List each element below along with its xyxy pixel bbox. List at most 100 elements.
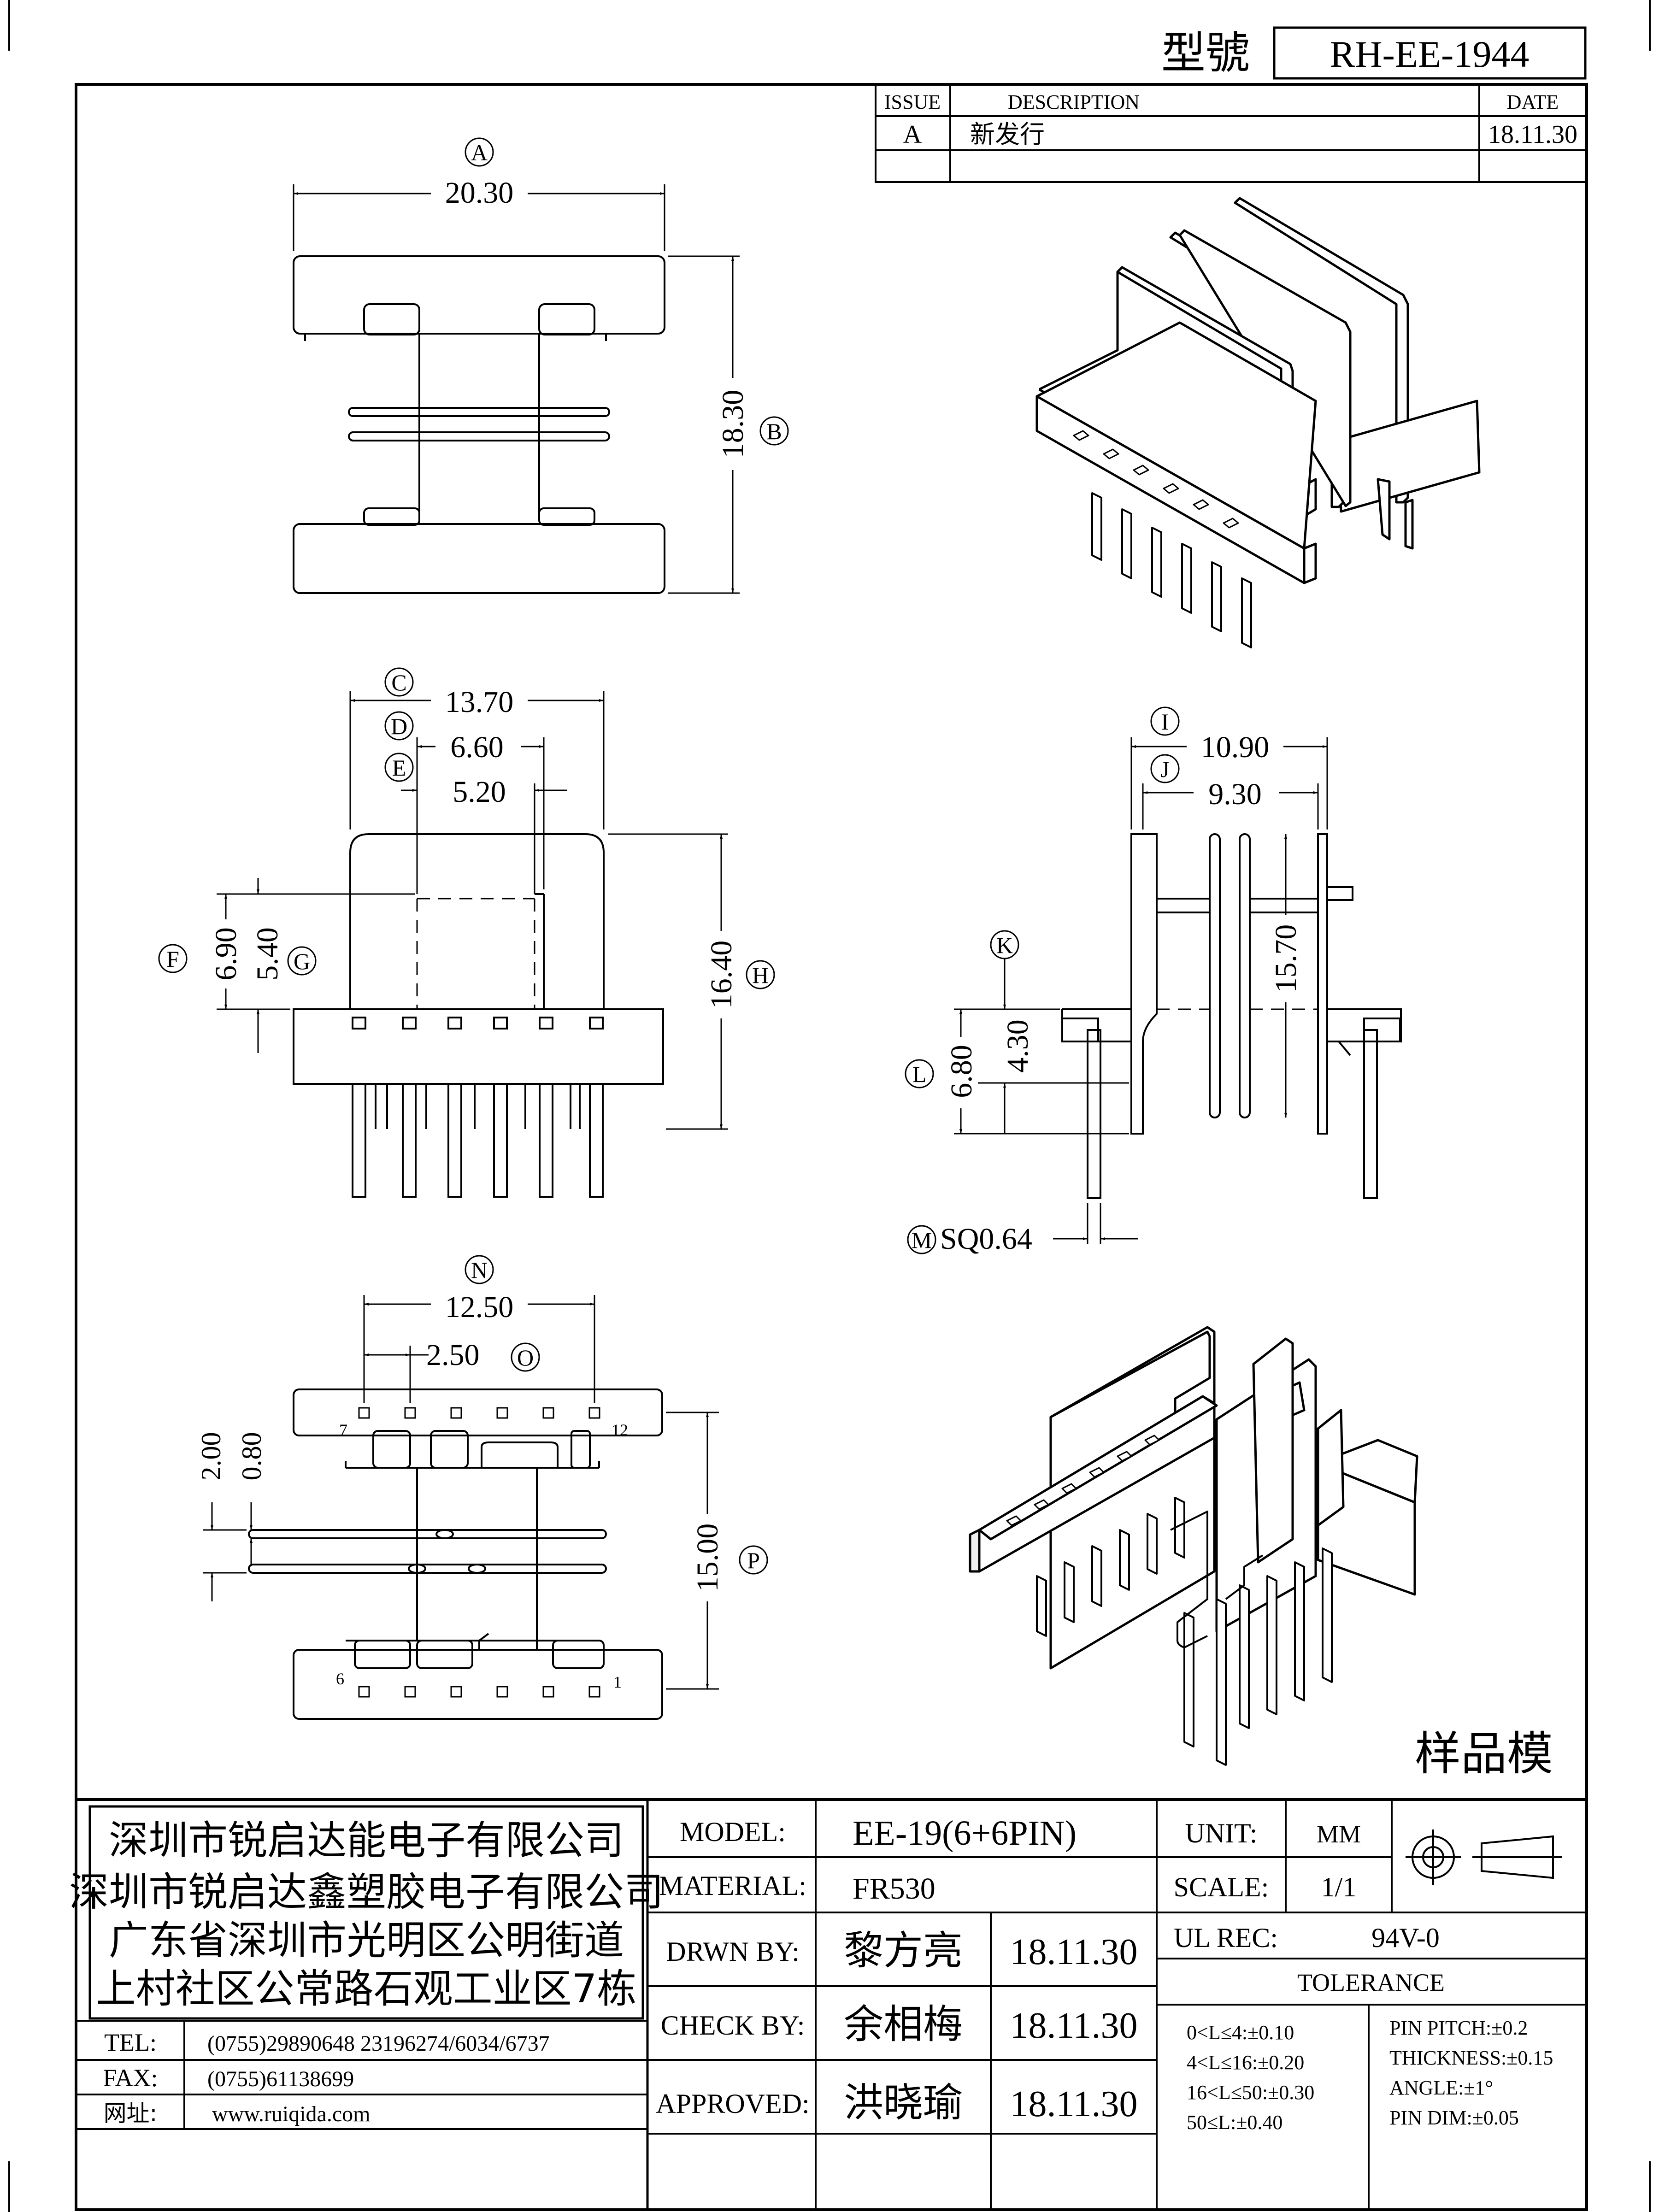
pin-label-6: 6 [336,1670,344,1688]
dim-M-letter: M [912,1227,932,1253]
tolerance-pin-pitch: PIN PITCH:±0.2 [1389,2017,1528,2039]
side-view [1061,833,1402,1199]
unit-label: UNIT: [1185,1818,1258,1848]
dim-F [158,893,415,1010]
contact-block: TEL: (0755)29890648 23196274/6034/6737 F… [103,2029,549,2127]
iso-top-pins [1091,492,1252,648]
dim-E [384,753,567,894]
drawn-by-date: 18.11.30 [1010,1932,1137,1972]
revision-col-date: DATE [1507,91,1559,113]
drawn-by-label: DRWN BY: [666,1936,800,1967]
model-header: 型號 RH-EE-1944 [1161,26,1587,80]
dim-O-letter: O [517,1345,534,1371]
model-value: EE-19(6+6PIN) [853,1814,1077,1853]
tolerance-label: TOLERANCE [1297,1969,1445,1996]
dim-1570-value: 15.70 [1269,924,1303,993]
dim-L-value: 6.80 [945,1045,978,1098]
iso-bottom-windows [1006,1435,1160,1526]
bottom-view [248,1388,663,1720]
revision-col-description: DESCRIPTION [1008,91,1140,113]
dim-A-letter: A [471,140,488,165]
dim-B-letter: B [766,418,782,444]
check-by-label: CHECK BY: [661,2010,805,2041]
company-line2: 深圳市锐启达鑫塑胶电子有限公司 [69,1869,664,1915]
top-view [293,255,665,594]
pin-label-12: 12 [612,1421,628,1439]
dim-A-value: 20.30 [445,176,514,210]
dim-C-letter: C [391,670,406,695]
revision-issue: A [903,120,922,149]
approved-name: 洪晓瑜 [844,2080,963,2126]
dim-I-value: 10.90 [1201,730,1270,764]
company-block: 深圳市锐启达能电子有限公司 深圳市锐启达鑫塑胶电子有限公司 广东省深圳市光明区公… [69,1818,664,2012]
revision-table: ISSUE DESCRIPTION DATE A 新发行 18.11.30 [875,83,1588,183]
scale-label: SCALE: [1174,1872,1269,1902]
dim-P-letter: P [747,1547,760,1573]
dim-0-80-value: 0.80 [236,1432,267,1481]
dim-G-letter: G [294,948,310,974]
dim-P-value: 15.00 [691,1524,724,1592]
dim-H-value: 16.40 [705,941,738,1009]
sample-label: 样品模 [1415,1727,1553,1781]
iso-bottom-pins [1036,1497,1333,1766]
spec-block: MODEL: EE-19(6+6PIN) MATERIAL: FR530 UNI… [656,1814,1562,2134]
tolerance-range-1: 0<L≤4:±0.10 [1187,2021,1294,2044]
pin-label-7: 7 [339,1421,347,1439]
tolerance-range-2: 4<L≤16:±0.20 [1187,2051,1304,2074]
scale-value: 1/1 [1321,1872,1357,1902]
dim-B-value: 18.30 [716,390,750,459]
dim-K-letter: K [996,932,1013,958]
material-label: MATERIAL: [659,1871,806,1901]
approved-label: APPROVED: [656,2088,809,2119]
revision-description: 新发行 [970,120,1045,149]
model-number-value: RH-EE-1944 [1330,33,1530,75]
check-by-name: 余相梅 [844,2001,963,2047]
web-label: 网址: [104,2100,158,2127]
material-value: FR530 [853,1872,935,1906]
company-line1: 深圳市锐启达能电子有限公司 [109,1818,624,1864]
bottom-view-pins [358,1407,600,1698]
dim-2-00 [203,1502,253,1601]
tolerance-angle: ANGLE:±1° [1389,2077,1493,2099]
dim-L-letter: L [912,1061,927,1087]
company-line3: 广东省深圳市光明区公明街道 [109,1918,624,1964]
iso-top-windows [1073,430,1239,529]
dim-O-value: 2.50 [426,1338,480,1372]
dim-G [257,878,317,1053]
dim-D-value: 6.60 [450,730,504,764]
dim-N-letter: N [471,1257,488,1283]
tolerance-thickness: THICKNESS:±0.15 [1389,2047,1553,2069]
revision-col-issue: ISSUE [884,91,941,113]
dim-M [907,1203,1138,1254]
dim-F-letter: F [166,946,179,972]
front-view [293,833,664,1198]
tolerance-pin-dim: PIN DIM:±0.05 [1389,2106,1519,2129]
fax-value: (0755)61138699 [207,2067,354,2091]
drawn-by-name: 黎方亮 [844,1928,963,1974]
isometric-view-top [1035,197,1481,648]
dim-N-value: 12.50 [445,1290,514,1324]
isometric-view-bottom [969,1326,1418,1766]
dim-G-value: 5.40 [251,927,284,981]
approved-date: 18.11.30 [1010,2084,1137,2124]
check-by-date: 18.11.30 [1010,2006,1137,2046]
title-block-grid [75,1798,1588,2211]
dim-E-letter: E [392,755,406,781]
company-line4: 上村社区公常路石观工业区7栋 [96,1966,637,2012]
dim-E-value: 5.20 [453,775,506,809]
dim-K-value: 4.30 [1001,1019,1035,1073]
dim-M-value: SQ0.64 [940,1222,1032,1256]
projection-symbol [1406,1830,1562,1885]
tel-value: (0755)29890648 23196274/6034/6737 [207,2031,550,2056]
dim-J-letter: J [1160,756,1169,782]
dim-J-value: 9.30 [1208,777,1262,811]
ul-rec-value: 94V-0 [1371,1923,1440,1953]
unit-value: MM [1317,1820,1361,1848]
dim-H-letter: H [752,962,769,988]
dim-I-letter: I [1161,709,1169,735]
dim-F-value: 6.90 [209,927,243,981]
tolerance-range-4: 50≤L:±0.40 [1187,2111,1282,2134]
dim-D-letter: D [391,713,407,739]
front-pin-windows [352,1017,604,1030]
